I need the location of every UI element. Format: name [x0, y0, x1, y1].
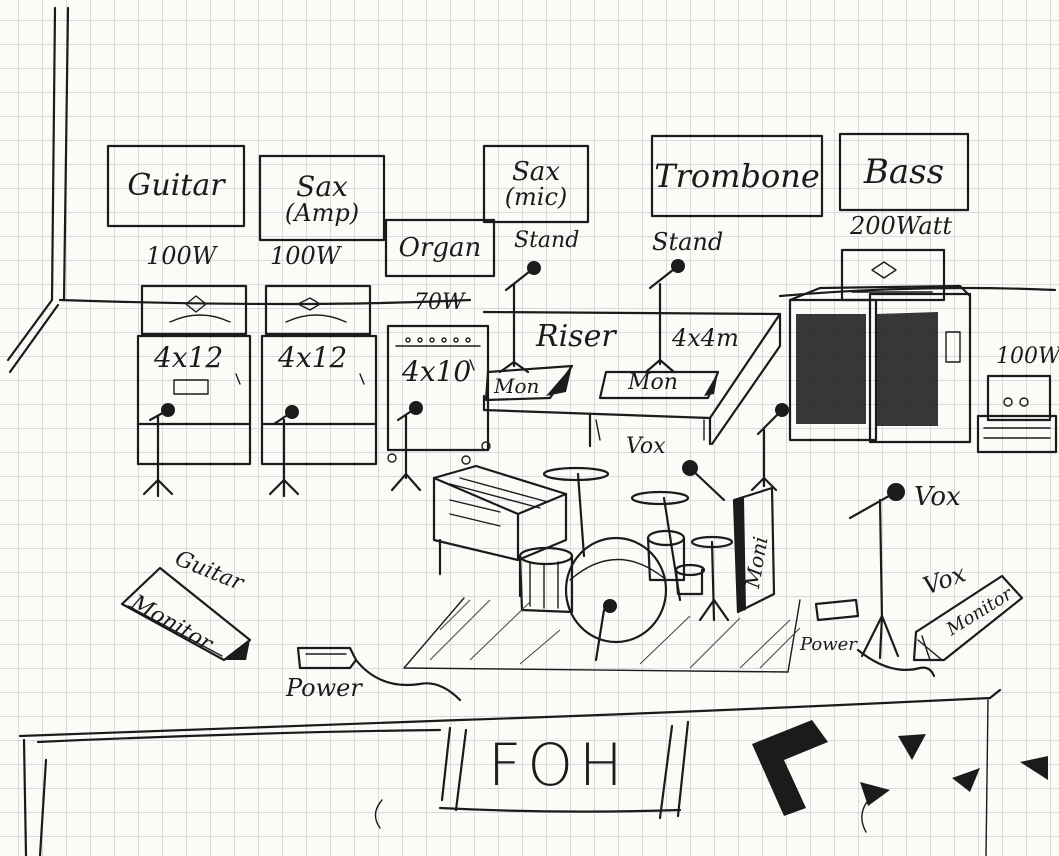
bass-sign-text: Bass [863, 152, 945, 192]
vox-right-label: Vox [914, 482, 961, 512]
drum-floor [403, 597, 801, 673]
riser-monitor-left [484, 364, 574, 402]
organ-sign-text: Organ [398, 233, 482, 263]
guitar-sign: Guitar [108, 146, 244, 226]
riser-size-label: 4x4m [672, 324, 739, 352]
trombone-mic-stand [644, 259, 685, 374]
small-amp-100w [976, 374, 1058, 454]
power-box-left [296, 646, 462, 702]
light-shapes [752, 720, 1048, 816]
organ-mic-stand [390, 401, 423, 492]
vox-mic-center [682, 460, 726, 502]
small-amp-watt-label: 100W [996, 344, 1059, 369]
vox-center-label: Vox [626, 434, 666, 459]
power-left-label: Power [286, 674, 362, 702]
stand-trombone-label: Stand [652, 228, 724, 256]
trombone-sign-text: Trombone [654, 157, 820, 195]
sax-mic-sign-line1: Sax [512, 157, 560, 187]
stage-back-wall [6, 6, 1057, 374]
organ-cab-label: 4x10 [402, 355, 472, 388]
vox-monitor-wedge [912, 574, 1024, 662]
bass-cabinets [788, 284, 972, 444]
riser-monitor-right-label: Mon [628, 370, 678, 395]
bass-sign: Bass [840, 134, 968, 210]
drum-monitor-mic-stand [750, 403, 789, 492]
sax-mic-stand-riser [498, 261, 541, 374]
sax-amp-sign-line2: (Amp) [284, 199, 360, 227]
drum-kit [518, 466, 734, 662]
sign-boxes [106, 132, 970, 278]
bass-amp-head [840, 248, 946, 302]
riser-monitor-right [598, 370, 720, 400]
guitar-monitor-wedge [120, 566, 252, 662]
organ-amp [386, 324, 491, 465]
stage-edge [18, 688, 1002, 856]
sax-amp-stack [260, 284, 378, 466]
power-right-label: Power [800, 634, 857, 655]
organ-sign: Organ [386, 220, 494, 276]
sax-cab-label: 4x12 [278, 341, 348, 374]
riser-label: Riser [536, 319, 616, 354]
foh-label: FOH [488, 731, 629, 799]
organ-watt-label: 70W [414, 290, 465, 315]
keyboard-organ [432, 464, 568, 598]
vox-mic-stand-right [848, 483, 905, 660]
drum-riser [482, 310, 782, 448]
guitar-watt-label: 100W [146, 242, 217, 270]
guitar-amp-stack [136, 284, 252, 466]
sax-amp-sign: Sax (Amp) [260, 158, 384, 240]
bass-watt-label: 200Watt [850, 212, 952, 240]
trombone-sign: Trombone [652, 136, 822, 216]
sax-mic-stand [268, 405, 300, 498]
sax-mic-sign-line2: (mic) [504, 183, 568, 211]
sax-watt-label: 100W [270, 242, 341, 270]
sax-mic-sign: Sax (mic) [484, 146, 588, 222]
drum-monitor [732, 486, 776, 614]
stand-sax-label: Stand [514, 228, 580, 253]
sax-amp-sign-line1: Sax [296, 170, 348, 203]
guitar-mic-stand [142, 403, 175, 498]
guitar-cab-label: 4x12 [154, 341, 224, 374]
power-box-right [814, 598, 936, 678]
guitar-sign-text: Guitar [127, 168, 225, 203]
riser-monitor-left-label: Mon [494, 374, 540, 398]
